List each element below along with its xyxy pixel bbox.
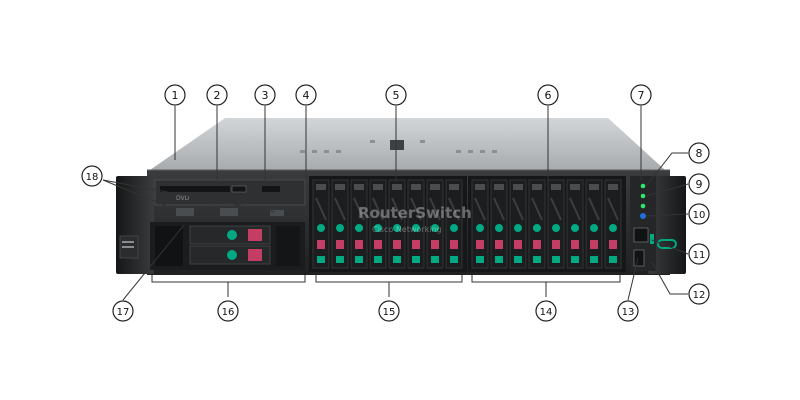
callout-10: 10 bbox=[688, 203, 710, 225]
drive-bay[interactable] bbox=[547, 179, 565, 269]
callout-1: 1 bbox=[164, 84, 186, 106]
callout-7: 7 bbox=[630, 84, 652, 106]
callout-5: 5 bbox=[385, 84, 407, 106]
bracket-lines bbox=[151, 275, 621, 297]
callout-16: 16 bbox=[217, 300, 239, 322]
hpe-logo-badge bbox=[657, 239, 677, 249]
drive-bay[interactable] bbox=[585, 179, 603, 269]
power-led bbox=[640, 183, 646, 189]
callout-15: 15 bbox=[378, 300, 400, 322]
callout-number: 13 bbox=[622, 307, 635, 318]
callout-13: 13 bbox=[617, 300, 639, 322]
usb-port-right bbox=[633, 227, 649, 243]
callout-number: 5 bbox=[393, 89, 400, 102]
callout-number: 8 bbox=[696, 147, 703, 160]
callout-number: 15 bbox=[383, 307, 396, 318]
svg-text:DVD: DVD bbox=[176, 195, 190, 202]
drive-bay[interactable] bbox=[426, 179, 444, 269]
drive-bay[interactable] bbox=[471, 179, 489, 269]
callout-number: 7 bbox=[638, 89, 645, 102]
callout-number: 9 bbox=[696, 178, 703, 191]
callout-number: 14 bbox=[540, 307, 553, 318]
callout-8: 8 bbox=[688, 142, 710, 164]
drive-cage-right bbox=[468, 176, 626, 272]
drive-bay[interactable] bbox=[369, 179, 387, 269]
callout-number: 10 bbox=[693, 210, 706, 221]
drive-bay[interactable] bbox=[445, 179, 463, 269]
callout-number: 4 bbox=[303, 89, 310, 102]
uid-button bbox=[640, 213, 646, 219]
leader-lines bbox=[102, 106, 689, 301]
drive-bay[interactable] bbox=[350, 179, 368, 269]
callout-18: 18 bbox=[81, 165, 103, 187]
top-latch bbox=[390, 140, 404, 150]
nic-led bbox=[640, 203, 646, 209]
callout-17: 17 bbox=[112, 300, 134, 322]
display-port bbox=[220, 208, 238, 216]
drive-bay[interactable] bbox=[509, 179, 527, 269]
usb-port bbox=[270, 210, 284, 216]
svg-text:Cisco Networking: Cisco Networking bbox=[372, 225, 442, 234]
callout-14: 14 bbox=[535, 300, 557, 322]
callout-3: 3 bbox=[254, 84, 276, 106]
callout-number: 3 bbox=[262, 89, 269, 102]
front-controls bbox=[630, 176, 656, 271]
drive-bay[interactable] bbox=[312, 179, 330, 269]
callout-2: 2 bbox=[206, 84, 228, 106]
display-usb-ports bbox=[176, 208, 284, 216]
ilo-service-port bbox=[633, 249, 645, 267]
health-led bbox=[640, 193, 646, 199]
callout-number: 2 bbox=[214, 89, 221, 102]
drive-bay[interactable] bbox=[388, 179, 406, 269]
usb-port-front bbox=[231, 185, 247, 193]
callout-6: 6 bbox=[537, 84, 559, 106]
media-bay: DVD bbox=[154, 179, 306, 206]
watermark: RouterSwitch Cisco Networking bbox=[358, 204, 472, 234]
callout-number: 16 bbox=[222, 307, 235, 318]
drive-bay[interactable] bbox=[566, 179, 584, 269]
sff-drive-cage-small bbox=[150, 222, 305, 270]
drive-bay[interactable] bbox=[528, 179, 546, 269]
optical-drive-slot bbox=[160, 186, 230, 192]
callout-4: 4 bbox=[295, 84, 317, 106]
chassis-top bbox=[150, 118, 665, 170]
drive-bay[interactable] bbox=[490, 179, 508, 269]
vent-holes bbox=[300, 140, 497, 153]
drive-bay[interactable] bbox=[407, 179, 425, 269]
left-rack-ear bbox=[116, 176, 154, 274]
drive-cage-left bbox=[309, 176, 467, 272]
callout-number: 11 bbox=[693, 250, 706, 261]
svg-text:RouterSwitch: RouterSwitch bbox=[358, 204, 472, 222]
callout-11: 11 bbox=[688, 243, 710, 265]
callout-number: 18 bbox=[86, 172, 99, 183]
callout-number: 1 bbox=[172, 89, 179, 102]
callout-number: 17 bbox=[117, 307, 130, 318]
callout-12: 12 bbox=[688, 283, 710, 305]
callout-number: 12 bbox=[693, 290, 706, 301]
callout-9: 9 bbox=[688, 173, 710, 195]
callout-number: 6 bbox=[545, 89, 552, 102]
drive-bay[interactable] bbox=[604, 179, 622, 269]
drive-bay[interactable] bbox=[331, 179, 349, 269]
